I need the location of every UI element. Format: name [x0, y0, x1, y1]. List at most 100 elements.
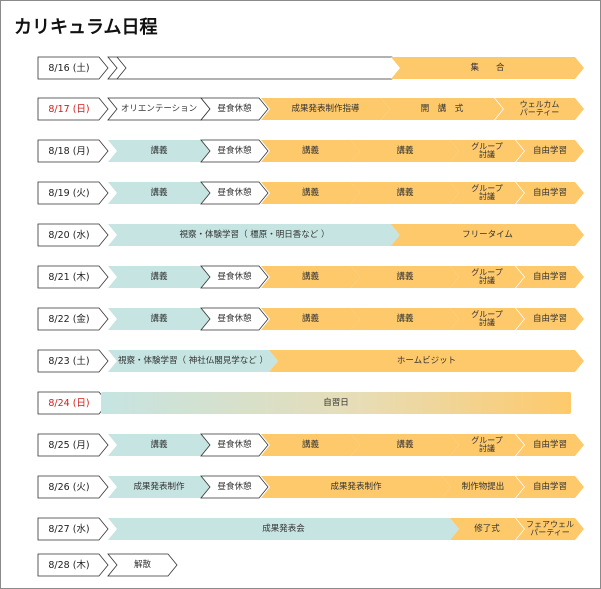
- cell-label: 講義: [396, 187, 414, 198]
- cell-label: 自習日: [323, 397, 349, 408]
- schedule-cell: 講義: [261, 140, 360, 162]
- schedule-cell: 講義: [351, 308, 459, 330]
- cell-label: 講義: [301, 439, 319, 450]
- schedule-cell: グループ 討議: [450, 434, 524, 456]
- chevron-shape: [37, 433, 109, 457]
- chevron-shape: [108, 476, 210, 498]
- chevron-shape: [516, 182, 584, 204]
- schedule-cell: [107, 56, 402, 80]
- schedule-cell: 昼食休憩: [200, 265, 269, 289]
- cell-label: 成果発表会: [262, 523, 305, 534]
- cell-label: 昼食休憩: [217, 103, 252, 114]
- cell-label: 自由学習: [532, 145, 567, 156]
- chevron-shape: [442, 476, 524, 498]
- chevron-shape: [108, 224, 401, 246]
- schedule-cell: 講義: [108, 140, 210, 162]
- cell-label: 講義: [396, 313, 414, 324]
- cell-label: 自由学習: [532, 313, 567, 324]
- date-text: 8/18 (月): [48, 145, 90, 157]
- schedule-cell: グループ 討議: [450, 308, 524, 330]
- chevron-shape: [37, 181, 109, 205]
- chevron-shape: [351, 140, 459, 162]
- schedule-cell: 講義: [351, 140, 459, 162]
- date-text: 8/17 (日): [48, 103, 90, 115]
- cell-label: 修了式: [474, 523, 500, 534]
- schedule-row: 8/21 (木)講義昼食休憩講義講義グループ 討議自由学習: [1, 265, 600, 289]
- chevron-shape: [261, 266, 360, 288]
- cell-label: 集 合: [470, 62, 505, 73]
- schedule-cell: 修了式: [450, 518, 524, 540]
- schedule-cell: 成果発表会: [108, 518, 459, 540]
- chevron-shape: [261, 434, 360, 456]
- cell-label: フェアウェル パーティー: [526, 519, 574, 537]
- chevron-shape: [108, 140, 210, 162]
- chevron-shape: [200, 475, 269, 499]
- chevron-shape: [516, 434, 584, 456]
- schedule-cell: 昼食休憩: [200, 307, 269, 331]
- chevron-shape: [37, 265, 109, 289]
- cell-label: 成果発表制作指導: [291, 103, 360, 114]
- chevron-shape: [200, 139, 269, 163]
- chevron-shape: [516, 266, 584, 288]
- chevron-shape: [516, 308, 584, 330]
- schedule-cell: フリータイム: [391, 224, 584, 246]
- chevron-shape: [351, 308, 459, 330]
- schedule-cell: 自由学習: [516, 476, 584, 498]
- schedule-cell: 開 講 式: [381, 98, 503, 120]
- chevron-shape: [450, 266, 524, 288]
- chevron-shape: [108, 266, 210, 288]
- chevron-shape: [37, 475, 109, 499]
- chevron-shape: [108, 308, 210, 330]
- date-text: 8/25 (月): [48, 439, 90, 451]
- cell-label: グループ 討議: [471, 183, 503, 201]
- cell-label: オリエンテーション: [120, 103, 198, 114]
- schedule-cell: フェアウェル パーティー: [516, 518, 584, 540]
- cell-label: 講義: [150, 271, 168, 282]
- schedule-row: 8/19 (火)講義昼食休憩講義講義グループ 討議自由学習: [1, 181, 600, 205]
- chevron-shape: [450, 308, 524, 330]
- schedule-cell: オリエンテーション: [107, 97, 211, 121]
- cell-label: 自由学習: [532, 439, 567, 450]
- schedule-cell: 集 合: [391, 57, 584, 79]
- schedule-cell: 講義: [108, 266, 210, 288]
- schedule-row: 8/28 (木)解散: [1, 553, 600, 577]
- date-text: 8/23 (土): [48, 355, 90, 367]
- date-label: 8/28 (木): [37, 553, 109, 577]
- chevron-shape: [261, 140, 360, 162]
- schedule-cell: 講義: [108, 182, 210, 204]
- chevron-shape: [37, 307, 109, 331]
- cell-label: 自由学習: [532, 271, 567, 282]
- schedule-cell: 自習日: [101, 392, 571, 414]
- cell-label: 講義: [150, 187, 168, 198]
- date-text: 8/28 (木): [48, 559, 90, 571]
- cell-label: 制作物提出: [461, 481, 505, 492]
- chevron-shape: [261, 308, 360, 330]
- chevron-shape: [116, 56, 127, 80]
- schedule-cell: 講義: [261, 308, 360, 330]
- date-text: 8/16 (土): [48, 62, 90, 74]
- schedule-cell: 昼食休憩: [200, 97, 269, 121]
- cell-label: ホームビジット: [396, 355, 457, 366]
- cell-label: 講義: [396, 271, 414, 282]
- chevron-shape: [108, 350, 278, 372]
- chevron-shape: [516, 518, 584, 540]
- schedule-cell: ホームビジット: [269, 350, 584, 372]
- schedule-row: 8/27 (水)成果発表会修了式フェアウェル パーティー: [1, 517, 600, 541]
- chevron-shape: [450, 518, 524, 540]
- chevron-shape: [391, 57, 584, 79]
- cell-label: 昼食休憩: [217, 481, 252, 492]
- schedule-cell: 講義: [351, 434, 459, 456]
- schedule-cell: 講義: [261, 434, 360, 456]
- schedule-cell: 昼食休憩: [200, 139, 269, 163]
- chevron-shape: [37, 139, 109, 163]
- schedule-cell: 視察・体験学習（ 神社仏閣見学など ）: [108, 350, 278, 372]
- schedule-cell: 昼食休憩: [200, 475, 269, 499]
- cell-label: 講義: [301, 145, 319, 156]
- chevron-shape: [516, 476, 584, 498]
- cell-label: 視察・体験学習（ 神社仏閣見学など ）: [118, 355, 268, 366]
- chevron-shape: [269, 350, 584, 372]
- cell-label: 昼食休憩: [217, 187, 252, 198]
- date-label: 8/20 (水): [37, 223, 109, 247]
- chevron-shape: [450, 182, 524, 204]
- cell-label: フリータイム: [462, 229, 513, 240]
